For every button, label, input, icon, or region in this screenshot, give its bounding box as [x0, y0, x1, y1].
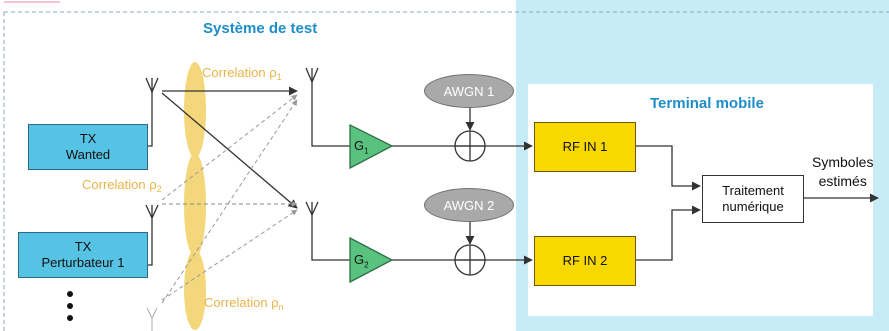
correlation-label-2: Correlation ρ2 [82, 177, 162, 194]
correlation-ellipse-3 [184, 250, 206, 330]
tx-perturbateur-box: TX Perturbateur 1 [18, 232, 148, 278]
correlation-label-1: Correlation ρ1 [202, 65, 282, 82]
output-label: Symboles estimés [812, 154, 874, 189]
gain-label-2: G2 [354, 252, 369, 270]
tx-wanted-box: TX Wanted [28, 124, 148, 170]
mobile-terminal-title: Terminal mobile [650, 95, 764, 112]
traitement-numerique-box: Traitement numérique [702, 175, 804, 223]
gain-triangle-1 [349, 123, 394, 170]
test-system-title: Système de test [203, 20, 318, 37]
awgn-2-bubble: AWGN 2 [424, 188, 514, 222]
correlation-ellipse-1 [184, 62, 206, 158]
rf-in-2-box: RF IN 2 [534, 236, 636, 286]
correlation-ellipse-2 [184, 153, 206, 257]
correlation-label-n: Correlation ρn [204, 295, 284, 312]
rf-in-1-box: RF IN 1 [534, 122, 636, 172]
gain-label-1: G1 [354, 138, 369, 156]
awgn-1-bubble: AWGN 1 [424, 74, 514, 108]
gain-triangle-2 [349, 236, 394, 284]
